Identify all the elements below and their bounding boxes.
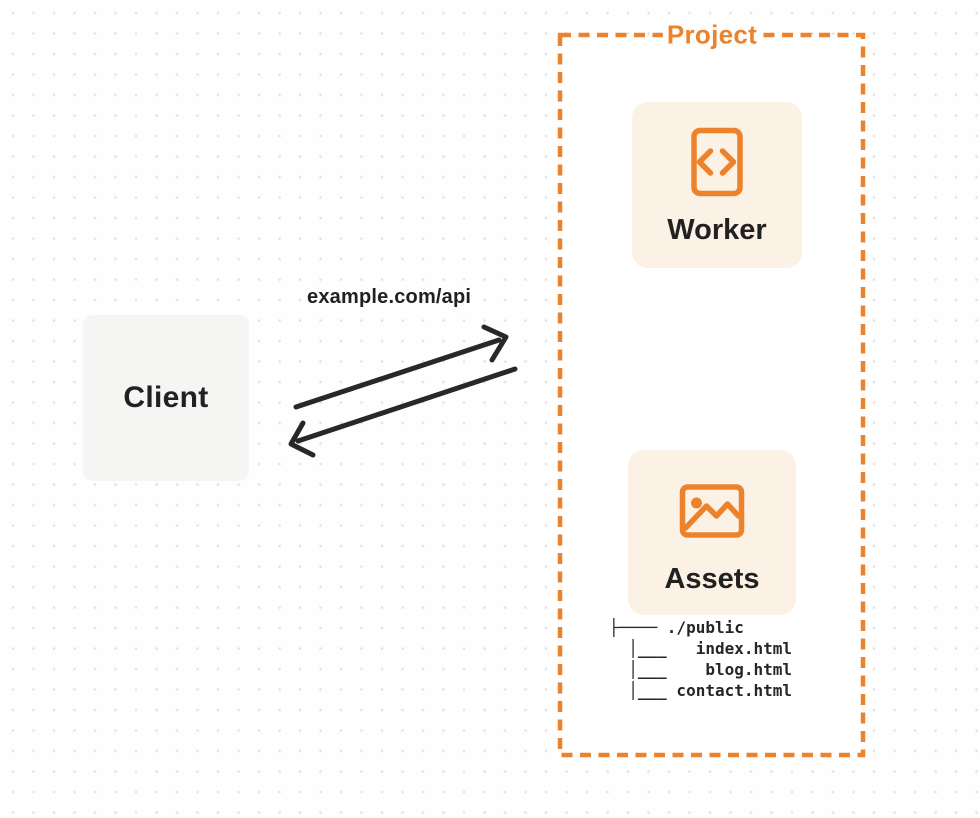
file-tree-item-blog: │___ blog.html: [609, 660, 793, 679]
project-label: Project: [662, 19, 762, 51]
file-tree-item-index: │___ index.html: [609, 639, 793, 658]
response-arrow: [288, 366, 518, 458]
client-label: Client: [123, 381, 209, 414]
assets-node: Assets: [628, 450, 796, 615]
request-arrow: [293, 324, 509, 410]
worker-node: Worker: [632, 102, 802, 268]
code-file-icon: [691, 127, 743, 197]
file-tree-item-contact: │___ contact.html: [609, 681, 793, 700]
assets-label: Assets: [664, 563, 760, 595]
client-node: Client: [83, 315, 249, 481]
image-icon: [679, 484, 745, 538]
file-tree-root: ├──── ./public: [609, 618, 744, 637]
file-tree: ├──── ./public │___ index.html │___ blog…: [609, 617, 792, 701]
request-route-label: example.com/api: [307, 286, 472, 308]
worker-label: Worker: [667, 214, 767, 246]
